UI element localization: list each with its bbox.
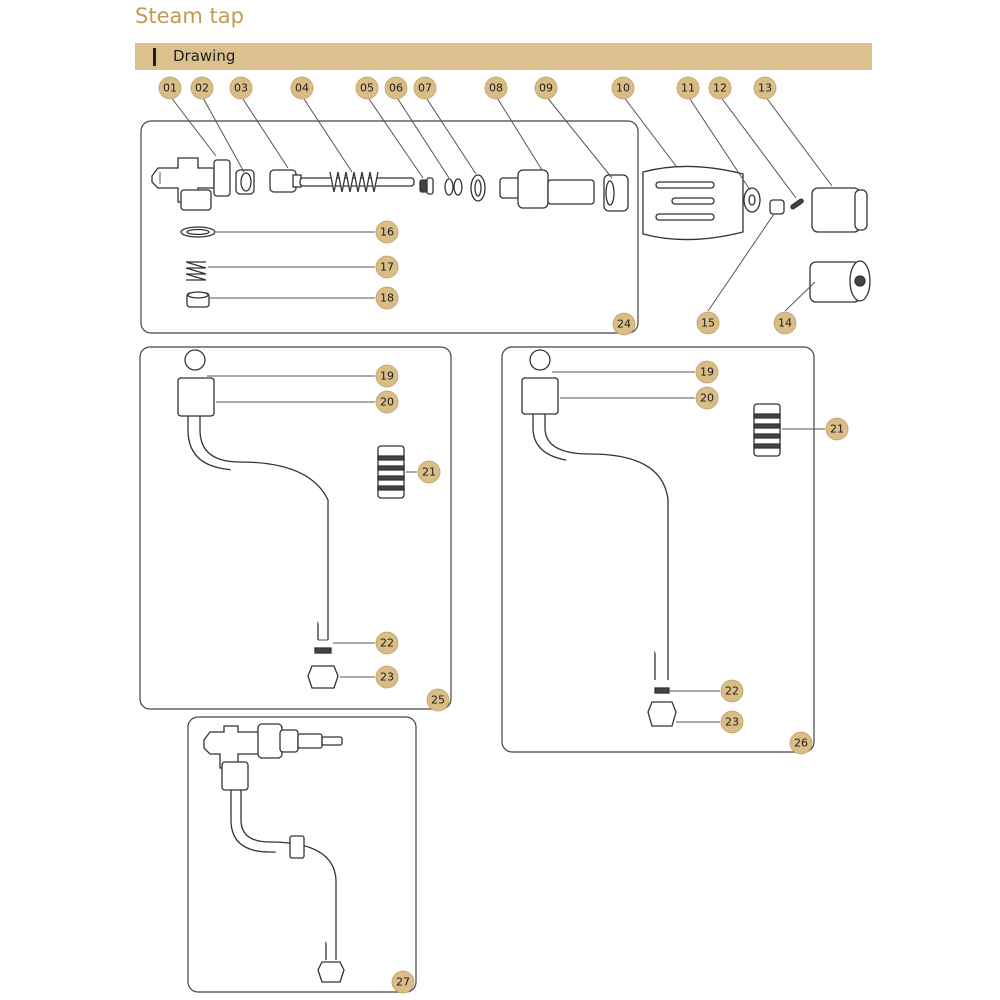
steam-tap-assembly-27: [203, 723, 345, 983]
callout-20-right: 20: [695, 386, 719, 410]
callout-17: 17: [375, 255, 399, 279]
seal-07: [470, 174, 486, 202]
callout-21-left: 21: [417, 460, 441, 484]
svg-text:21: 21: [830, 423, 844, 436]
svg-text:22: 22: [380, 637, 394, 650]
svg-text:26: 26: [794, 737, 808, 750]
svg-text:17: 17: [380, 261, 394, 274]
svg-text:10: 10: [616, 82, 630, 95]
callout-21-right: 21: [825, 417, 849, 441]
callout-24: 24: [612, 312, 636, 336]
washer-11: [743, 187, 761, 213]
callout-19-right: 19: [695, 360, 719, 384]
callout-02: 02: [190, 76, 214, 100]
callout-04: 04: [290, 76, 314, 100]
svg-text:07: 07: [418, 82, 432, 95]
callout-15: 15: [696, 311, 720, 335]
svg-text:06: 06: [389, 82, 403, 95]
svg-text:22: 22: [725, 685, 739, 698]
callout-19-left: 19: [375, 364, 399, 388]
nut-02: [235, 169, 255, 195]
callout-14: 14: [773, 311, 797, 335]
pin-12: [790, 198, 804, 210]
group-box-24: [140, 120, 639, 334]
callout-25: 25: [426, 688, 450, 712]
callout-09: 09: [534, 76, 558, 100]
svg-text:20: 20: [380, 396, 394, 409]
callout-06: 06: [384, 76, 408, 100]
svg-text:23: 23: [725, 716, 739, 729]
callout-03: 03: [229, 76, 253, 100]
page-title: Steam tap: [135, 4, 244, 28]
svg-text:16: 16: [380, 226, 394, 239]
svg-text:23: 23: [380, 671, 394, 684]
callout-18: 18: [375, 286, 399, 310]
callout-20-left: 20: [375, 390, 399, 414]
group-box-25: [139, 346, 452, 710]
svg-text:18: 18: [380, 292, 394, 305]
callout-22-right: 22: [720, 679, 744, 703]
svg-text:05: 05: [360, 82, 374, 95]
nut-15: [769, 199, 785, 215]
section-marker: [153, 48, 156, 66]
callout-23-left: 23: [375, 665, 399, 689]
svg-text:27: 27: [396, 976, 410, 989]
svg-text:20: 20: [700, 392, 714, 405]
callout-22-left: 22: [375, 631, 399, 655]
svg-text:19: 19: [380, 370, 394, 383]
ring-16: [180, 226, 216, 238]
callout-13: 13: [753, 76, 777, 100]
leader-lines: [169, 95, 833, 723]
knob-10: [642, 165, 744, 241]
section-title: Drawing: [173, 47, 236, 65]
spring-17: [185, 261, 207, 281]
nut-09: [603, 174, 629, 212]
callout-23-right: 23: [720, 710, 744, 734]
callout-26: 26: [789, 731, 813, 755]
callout-27: 27: [391, 970, 415, 994]
steam-pipe-26: [521, 349, 781, 727]
svg-text:11: 11: [681, 82, 695, 95]
callout-10: 10: [611, 76, 635, 100]
steam-pipe-25: [177, 349, 405, 689]
svg-text:14: 14: [778, 317, 792, 330]
cap-14: [809, 260, 871, 303]
svg-text:08: 08: [489, 82, 503, 95]
svg-text:25: 25: [431, 694, 445, 707]
svg-text:03: 03: [234, 82, 248, 95]
svg-text:15: 15: [701, 317, 715, 330]
union-08: [499, 169, 595, 209]
callout-16: 16: [375, 220, 399, 244]
callout-11: 11: [676, 76, 700, 100]
svg-text:02: 02: [195, 82, 209, 95]
svg-text:24: 24: [617, 318, 631, 331]
callout-05: 05: [355, 76, 379, 100]
group-box-27: [187, 716, 417, 993]
spindle-spring-04: [299, 171, 415, 193]
group-box-26: [501, 346, 815, 753]
svg-text:04: 04: [295, 82, 309, 95]
svg-text:09: 09: [539, 82, 553, 95]
callout-01: 01: [158, 76, 182, 100]
cap-13: [811, 187, 868, 233]
svg-text:12: 12: [713, 82, 727, 95]
bushing-18: [186, 291, 210, 308]
callout-12: 12: [708, 76, 732, 100]
bushing-03: [269, 169, 302, 193]
callout-08: 08: [484, 76, 508, 100]
svg-text:19: 19: [700, 366, 714, 379]
section-bar: Drawing: [135, 43, 872, 70]
svg-text:13: 13: [758, 82, 772, 95]
tap-body: [151, 157, 231, 211]
callout-07: 07: [413, 76, 437, 100]
oring-06: [444, 178, 463, 196]
svg-text:21: 21: [422, 466, 436, 479]
svg-text:01: 01: [163, 82, 177, 95]
washer-05: [419, 177, 434, 195]
